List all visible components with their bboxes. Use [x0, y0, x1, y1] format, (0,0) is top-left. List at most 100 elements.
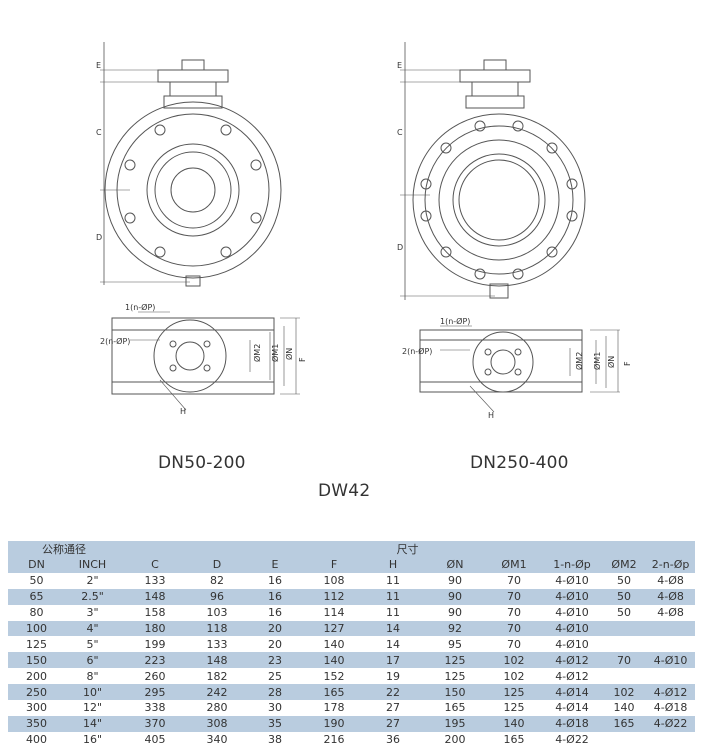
- table-cell: 90: [448, 590, 462, 604]
- right-front-view: [400, 42, 586, 300]
- spec-table: 公称通径 尺寸 DN INCH C D E F H ØN ØM1 1-n-Øp …: [8, 541, 696, 748]
- table-cell: 405: [144, 733, 166, 747]
- table-cell: 4-Ø12: [555, 669, 589, 683]
- table-cell: 90: [448, 606, 462, 620]
- table-cell: 30: [268, 701, 282, 715]
- table-cell: 165: [323, 685, 345, 699]
- table-cell: 140: [323, 653, 345, 667]
- technical-drawing: E C D 1(n-ØP) 2(n-ØP) ØM2 ØM1 ØN F H: [96, 42, 632, 420]
- table-cell: 4-Ø14: [555, 685, 589, 699]
- table-cell: 125: [444, 653, 466, 667]
- table-cell: 50: [617, 574, 631, 588]
- dim-label-c: C: [96, 128, 102, 137]
- table-cell: 70: [507, 606, 521, 620]
- table-cell: 165: [503, 733, 525, 747]
- left-side-labels: 1(n-ØP) 2(n-ØP) ØM2 ØM1 ØN F H: [100, 302, 307, 416]
- table-cell: 158: [144, 606, 166, 620]
- col-header: ØM2: [611, 558, 637, 572]
- table-cell: 25: [268, 669, 282, 683]
- table-cell: [602, 732, 646, 748]
- table-cell: 125: [444, 669, 466, 683]
- table-cell: 19: [386, 669, 400, 683]
- table-cell: 140: [503, 717, 525, 731]
- label-f: F: [298, 357, 307, 362]
- table-cell: 20: [268, 637, 282, 651]
- label-holes-2: 2(n-ØP): [100, 336, 130, 346]
- table-cell: 100: [26, 622, 47, 635]
- col-header: 2-n-Øp: [651, 558, 690, 572]
- table-cell: 16": [82, 733, 103, 747]
- table-cell: 102: [503, 653, 525, 667]
- table-cell: 133: [144, 574, 166, 588]
- dim-label-e-right: E: [397, 61, 402, 70]
- table-cell: 150: [444, 685, 466, 699]
- table-cell: 250: [26, 685, 47, 699]
- table-group-header-row: 公称通径 尺寸: [8, 541, 696, 557]
- label-n-right: ØN: [606, 356, 616, 368]
- table-cell: 16: [268, 606, 282, 620]
- label-m2: ØM2: [252, 344, 262, 362]
- table-cell: 8": [86, 669, 99, 683]
- col-header: 1-n-Øp: [553, 558, 591, 572]
- dim-label-d: D: [96, 233, 102, 242]
- table-cell: 180: [144, 622, 166, 635]
- table-cell: 4-Ø10: [653, 653, 688, 667]
- table-cell: 400: [26, 733, 47, 747]
- table-cell: 70: [507, 590, 521, 604]
- table-cell: 2.5": [81, 590, 104, 604]
- table-cell: 4-Ø10: [555, 590, 589, 604]
- table-cell: 82: [210, 574, 224, 588]
- dim-label-c-right: C: [397, 128, 403, 137]
- table-cell: 14: [386, 622, 400, 635]
- left-side-view: [111, 311, 300, 411]
- label-n: ØN: [284, 348, 294, 360]
- table-cell: 260: [144, 669, 166, 683]
- table-cell: 199: [144, 637, 166, 651]
- table-cell: 216: [323, 733, 345, 747]
- table-cell: 190: [323, 717, 345, 731]
- table-cell: [602, 668, 646, 684]
- table-cell: 10": [82, 685, 103, 699]
- table-cell: 6": [86, 653, 99, 667]
- table-cell: 140: [613, 701, 635, 715]
- table-cell: 4-Ø8: [657, 574, 684, 588]
- table-cell: 295: [144, 685, 166, 699]
- left-front-labels: E C D: [96, 61, 102, 242]
- table-cell: 4-Ø10: [555, 574, 589, 588]
- table-cell: 125: [503, 701, 525, 715]
- dim-label-e: E: [96, 61, 101, 70]
- table-cell: 152: [323, 669, 345, 683]
- table-cell: 103: [206, 606, 228, 620]
- dim-label-d-right: D: [397, 243, 403, 252]
- table-cell: 50: [29, 574, 44, 588]
- table-cell: 3": [86, 606, 99, 620]
- table-cell: 150: [26, 653, 47, 667]
- table-cell: 242: [206, 685, 228, 699]
- col-header: ØN: [446, 558, 464, 572]
- table-cell: 102: [503, 669, 525, 683]
- table-cell: 178: [323, 701, 345, 715]
- table-cell: 28: [268, 685, 282, 699]
- label-m1: ØM1: [270, 344, 280, 362]
- col-header: C: [151, 558, 159, 572]
- left-front-view: [100, 42, 282, 287]
- table-cell: [602, 621, 646, 637]
- table-cell: 35: [268, 717, 282, 731]
- group-dims: 尺寸: [396, 543, 419, 556]
- table-cell: 11: [386, 590, 400, 604]
- table-cell: 165: [444, 701, 466, 715]
- right-side-view: [419, 325, 620, 413]
- table-cell: 200: [444, 733, 466, 747]
- table-cell: 4-Ø10: [555, 637, 589, 651]
- table-cell: 4-Ø12: [555, 653, 589, 667]
- table-cell: 92: [448, 622, 462, 635]
- table-cell: 338: [144, 701, 166, 715]
- table-cell: 148: [206, 653, 228, 667]
